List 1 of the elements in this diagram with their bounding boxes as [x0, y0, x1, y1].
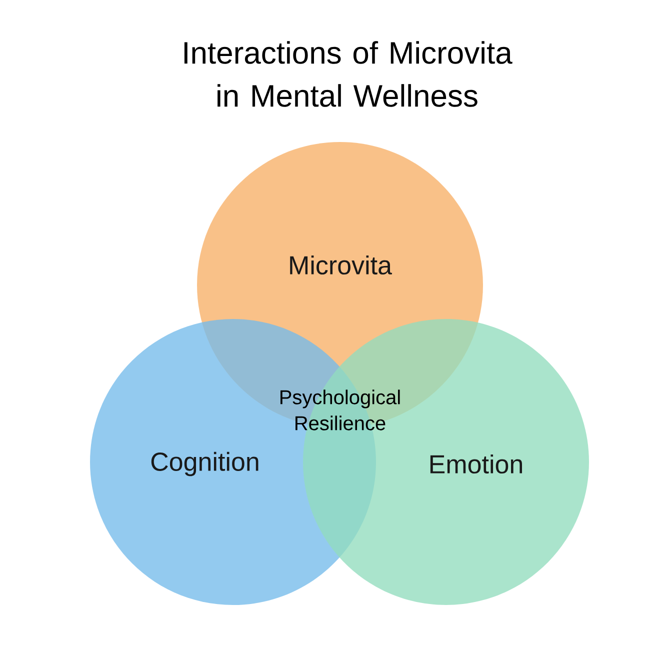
title: Interactions of Microvita in Mental Wellness [184, 41, 512, 107]
